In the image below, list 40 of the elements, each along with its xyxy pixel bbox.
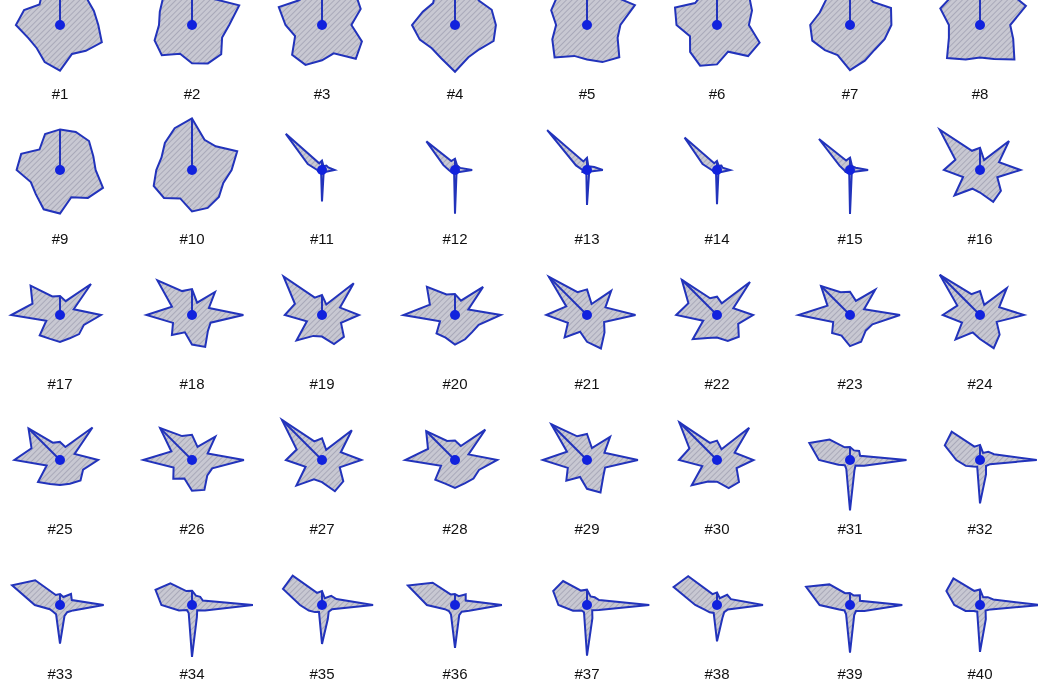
glyph-label: #17 <box>46 375 74 392</box>
glyph-label: #31 <box>836 520 864 537</box>
glyph-label: #16 <box>966 230 994 247</box>
glyph-label: #23 <box>836 375 864 392</box>
glyph-label: #35 <box>308 665 336 680</box>
glyph-label: #19 <box>308 375 336 392</box>
glyph-label: #39 <box>836 665 864 680</box>
glyph-label: #2 <box>182 85 202 102</box>
glyph-label: #22 <box>703 375 731 392</box>
glyph-label: #40 <box>966 665 994 680</box>
glyph-label: #34 <box>178 665 206 680</box>
glyph-label: #28 <box>441 520 469 537</box>
glyph-label: #37 <box>573 665 601 680</box>
glyph-label: #24 <box>966 375 994 392</box>
glyph-label: #20 <box>441 375 469 392</box>
glyph-label: #30 <box>703 520 731 537</box>
glyph-label: #29 <box>573 520 601 537</box>
glyph-label: #11 <box>309 230 335 247</box>
glyph-label: #15 <box>836 230 864 247</box>
glyph-label: #12 <box>441 230 469 247</box>
glyph-label: #9 <box>50 230 70 247</box>
glyph-label: #7 <box>840 85 860 102</box>
glyph-label: #10 <box>178 230 206 247</box>
glyph-label: #3 <box>312 85 332 102</box>
glyph-label: #5 <box>577 85 597 102</box>
glyph-label: #8 <box>970 85 990 102</box>
glyph-label: #14 <box>703 230 731 247</box>
glyph-label: #38 <box>703 665 731 680</box>
glyph-label: #33 <box>46 665 74 680</box>
glyph-label: #6 <box>707 85 727 102</box>
glyph-label: #4 <box>445 85 465 102</box>
glyph-label: #1 <box>50 85 70 102</box>
glyph-label: #27 <box>308 520 336 537</box>
glyph-label: #18 <box>178 375 206 392</box>
glyph-label: #13 <box>573 230 601 247</box>
glyph-label: #36 <box>441 665 469 680</box>
glyph-label: #32 <box>966 520 994 537</box>
glyph-label: #25 <box>46 520 74 537</box>
glyph-label: #21 <box>573 375 601 392</box>
glyph-label: #26 <box>178 520 206 537</box>
